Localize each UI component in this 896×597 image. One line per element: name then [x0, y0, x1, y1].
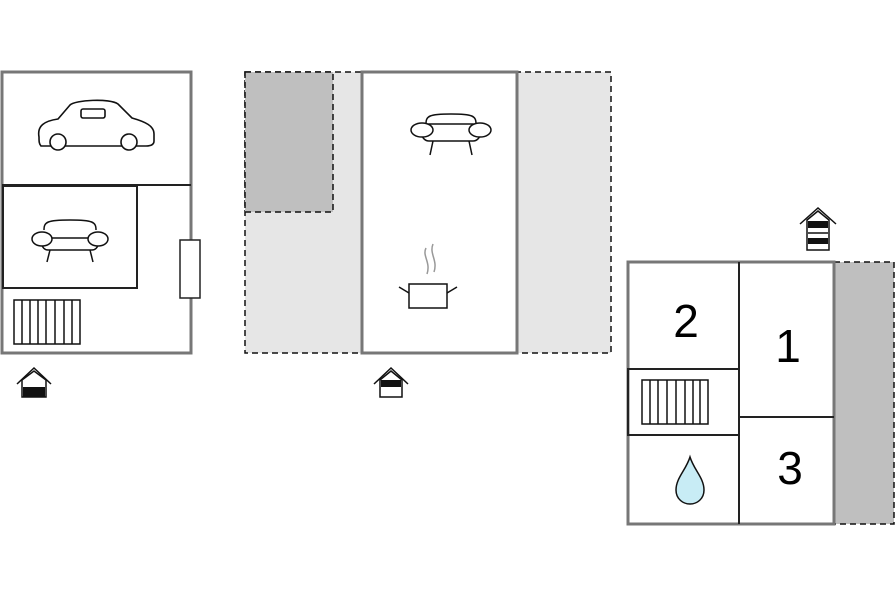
shaded-area-right	[833, 261, 895, 525]
sofa-icon	[410, 113, 492, 156]
floor-plan-middle	[244, 70, 612, 398]
radiator-icon	[13, 299, 81, 345]
radiator-icon	[641, 379, 709, 425]
water-drop-icon	[675, 454, 705, 505]
sofa-icon	[31, 219, 109, 263]
room-number-2: 2	[673, 295, 699, 347]
room-number-1: 1	[775, 320, 801, 372]
car-icon	[37, 99, 155, 151]
window-right	[179, 239, 201, 299]
entrance-arrow-icon	[16, 366, 52, 398]
floor-plan-right: 2 1 3	[626, 206, 895, 526]
shaded-area-topleft	[244, 71, 334, 213]
room-number-3: 3	[777, 442, 803, 494]
living-room-outline	[2, 185, 138, 289]
stairs-up-icon	[799, 206, 837, 251]
hallway-box	[627, 368, 740, 436]
entrance-arrow-icon	[373, 366, 409, 398]
floor-plan-left	[0, 70, 201, 398]
cooking-pot-icon	[398, 243, 458, 309]
